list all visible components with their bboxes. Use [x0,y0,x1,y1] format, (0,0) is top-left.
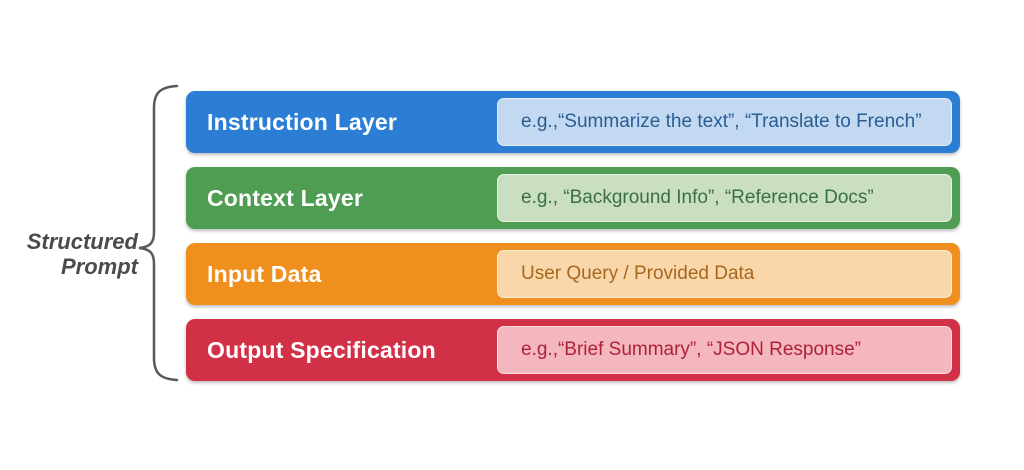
layer-detail-panel: e.g.,“Brief Summary”, “JSON Response” [497,326,952,374]
layer-detail-panel: User Query / Provided Data [497,250,952,298]
layer-row-input-data: Input Data User Query / Provided Data [186,243,960,305]
diagram-label-line1: Structured [26,229,138,254]
layer-detail-text: e.g., “Background Info”, “Reference Docs… [521,187,874,208]
layer-detail-panel: e.g., “Background Info”, “Reference Docs… [497,174,952,222]
layer-row-instruction: Instruction Layer e.g.,“Summarize the te… [186,91,960,153]
layer-row-context: Context Layer e.g., “Background Info”, “… [186,167,960,229]
layer-title: Input Data [207,260,322,287]
layer-row-output-spec: Output Specification e.g.,“Brief Summary… [186,319,960,381]
layer-title: Output Specification [207,336,436,363]
layer-detail-text: User Query / Provided Data [521,263,755,284]
layer-detail-text: e.g.,“Summarize the text”, “Translate to… [521,111,922,132]
layer-rows: Instruction Layer e.g.,“Summarize the te… [186,91,960,381]
layer-detail-text: e.g.,“Brief Summary”, “JSON Response” [521,339,861,360]
diagram-label: Structured Prompt [14,229,138,279]
layer-title: Context Layer [207,184,363,211]
curly-brace-path [138,84,179,382]
layer-title: Instruction Layer [207,108,397,135]
layer-detail-panel: e.g.,“Summarize the text”, “Translate to… [497,98,952,146]
diagram-label-line2: Prompt [61,254,138,280]
